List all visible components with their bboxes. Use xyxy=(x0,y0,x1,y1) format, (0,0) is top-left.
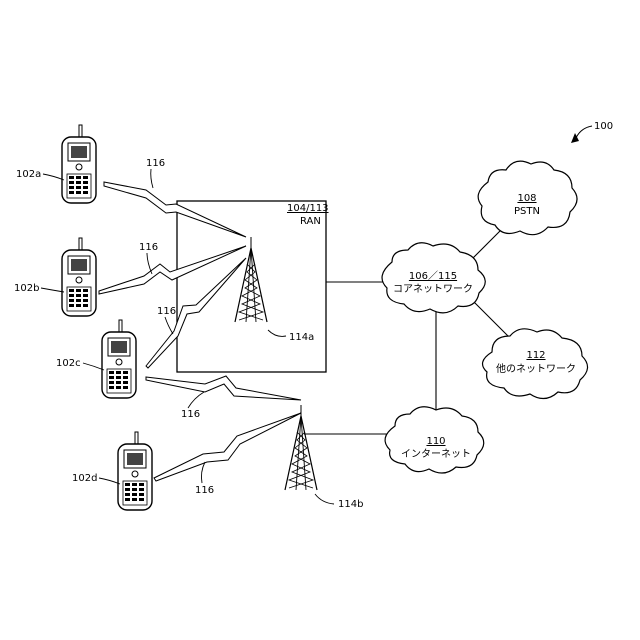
core-other-link xyxy=(470,298,508,336)
link-leader-c-upper xyxy=(165,317,173,334)
link-label-c-lower: 116 xyxy=(181,409,200,420)
ran-label: RAN xyxy=(300,216,321,227)
phone-102c-icon xyxy=(102,320,136,398)
link-label-c-upper: 116 xyxy=(157,306,176,317)
tower-114b-label: 114b xyxy=(338,499,363,510)
link-label-b: 116 xyxy=(139,242,158,253)
pstn-label: PSTN xyxy=(514,206,540,217)
core-label: コアネットワーク xyxy=(393,283,473,295)
tower-114b-leader xyxy=(315,494,334,504)
phone-102d-label: 102d xyxy=(72,473,97,484)
pstn-ref: 108 xyxy=(517,193,536,204)
phone-102a-icon xyxy=(62,125,96,203)
phone-102c-leader xyxy=(83,363,104,370)
radio-link-c-lower xyxy=(146,376,301,400)
internet-label: インターネット xyxy=(401,448,471,460)
phone-102a-leader xyxy=(43,174,64,180)
phone-102b-icon xyxy=(62,238,96,316)
tower-114a-label: 114a xyxy=(289,332,314,343)
phone-102d-icon xyxy=(118,432,152,510)
link-label-a: 116 xyxy=(146,158,165,169)
link-leader-d xyxy=(201,462,205,483)
core-ref: 106／115 xyxy=(409,270,457,282)
tower-114a-leader xyxy=(268,330,286,336)
phone-102b-leader xyxy=(41,288,64,292)
link-label-d: 116 xyxy=(195,485,214,496)
radio-link-d xyxy=(154,413,301,481)
phone-102c-label: 102c xyxy=(56,358,81,369)
phone-102b-label: 102b xyxy=(14,283,39,294)
tower-114a-icon xyxy=(235,237,267,322)
link-leader-a xyxy=(151,169,153,188)
internet-ref: 110 xyxy=(426,436,445,447)
link-leader-c-lower xyxy=(188,392,204,408)
radio-link-b xyxy=(99,246,246,294)
figure-number: 100 xyxy=(594,121,613,132)
other-ref: 112 xyxy=(526,350,545,361)
other-label: 他のネットワーク xyxy=(496,362,576,375)
ran-ref: 104/113 xyxy=(287,203,329,214)
figure-leader xyxy=(575,126,592,140)
phone-102a-label: 102a xyxy=(16,169,41,180)
phone-102d-leader xyxy=(99,478,120,484)
radio-link-a xyxy=(104,182,246,237)
